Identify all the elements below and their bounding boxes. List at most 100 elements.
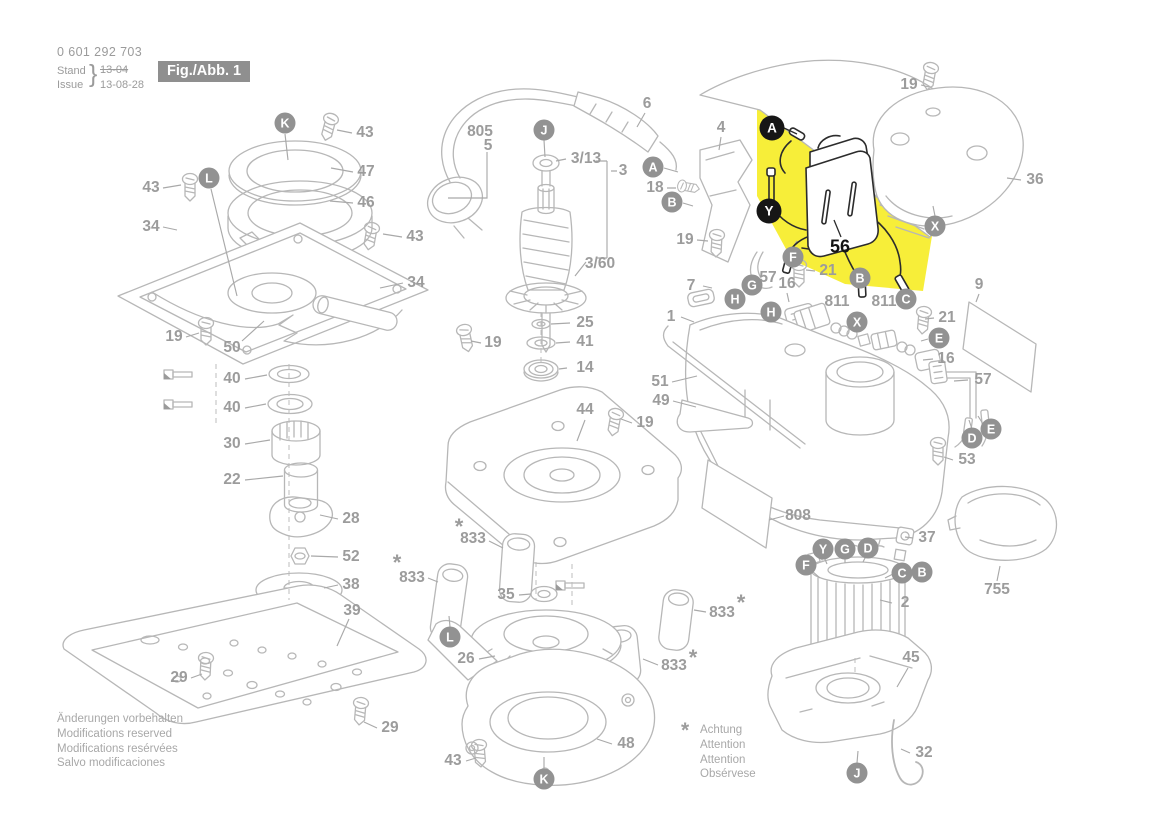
revision-note-line: Modifications resérvées [57, 742, 178, 755]
assembly-letter-badge: B [849, 267, 871, 289]
assembly-letter-badge: F [795, 554, 817, 576]
part-number-label: 755 [984, 581, 1010, 598]
part-number-label: 43 [356, 124, 374, 141]
support-plate [117, 222, 429, 365]
fan-assembly [427, 585, 656, 787]
bottom-cover [767, 629, 933, 786]
part-number-label: 43 [406, 228, 424, 245]
assembly-letter-badge: K [274, 112, 296, 134]
gear-housing [444, 386, 683, 565]
attention-note-line: Attention [700, 738, 746, 751]
revision-note-line: Modifications reserved [57, 727, 173, 740]
assembly-letter-badge: J [846, 762, 868, 784]
power-cord [426, 88, 678, 239]
part-number-label: 28 [342, 510, 360, 527]
assembly-letter-badge: E [928, 327, 950, 349]
part-number-label: 46 [357, 194, 375, 211]
assembly-letter-badge: Y [812, 538, 834, 560]
date-brace: } [89, 60, 98, 88]
assembly-letter-badge: F [782, 246, 804, 268]
part-number-label: 57 [974, 371, 992, 388]
part-number-label: 32 [915, 744, 933, 761]
part-number-label: 53 [958, 451, 976, 468]
assembly-letter-badge: J [533, 119, 555, 141]
part-number-label: 811 [824, 293, 850, 310]
order-number: 0 601 292 703 [57, 45, 143, 59]
highlighted-part-number-label: 56 [829, 236, 851, 257]
issue-label: Issue [57, 79, 84, 91]
part-number-label: 833 [399, 569, 425, 586]
part-number-label: 49 [652, 392, 670, 409]
part-number-label: 35 [497, 586, 515, 603]
part-number-label: 57 [759, 269, 777, 286]
attention-note-line: Achtung [700, 724, 743, 736]
part-number-label: 52 [342, 548, 360, 565]
assembly-letter-badge: H [760, 301, 782, 323]
assembly-letter-badge: B [661, 191, 683, 213]
superseded-date: 13-04 [100, 64, 129, 76]
part-number-label: 29 [170, 669, 188, 686]
part-number-label: 833 [460, 530, 486, 547]
part-number-label: 50 [223, 339, 241, 356]
assembly-letter-badge: D [961, 427, 983, 449]
revision-note-line: Änderungen vorbehalten [57, 713, 183, 725]
part-number-label: 51 [651, 373, 669, 390]
switch-assembly [766, 127, 910, 298]
part-number-label: 1 [666, 308, 676, 325]
part-number-label: 805 [467, 123, 493, 140]
assembly-letter-badge: C [891, 562, 913, 584]
part-number-label: 14 [576, 359, 594, 376]
part-number-label: 9 [974, 276, 984, 293]
issue-date: 13-08-28 [100, 79, 145, 91]
motor-housing [685, 312, 950, 563]
revision-note-line: Salvo modificaciones [57, 757, 166, 770]
attention-note-line: Attention [700, 753, 746, 766]
assembly-letter-badge: H [724, 288, 746, 310]
dust-canister [947, 485, 1058, 561]
attention-asterisk: * [392, 550, 402, 575]
attention-asterisk: * [454, 514, 464, 539]
part-number-label: 19 [484, 334, 502, 351]
wiring-letter-badge: Y [756, 198, 782, 224]
part-number-label: 22 [223, 471, 241, 488]
part-number-label: 30 [223, 435, 241, 452]
part-number-label: 7 [686, 277, 696, 294]
part-number-label: 48 [617, 735, 635, 752]
part-number-label: 43 [142, 179, 160, 196]
assembly-letter-badge: D [857, 537, 879, 559]
part-number-label: 19 [676, 231, 694, 248]
assembly-letter-badge: L [439, 626, 461, 648]
part-number-label: 811 [871, 293, 897, 310]
part-number-label: 6 [642, 95, 652, 112]
part-number-label: 25 [576, 314, 594, 331]
part-number-label: 37 [918, 529, 936, 546]
part-number-label: 34 [407, 274, 425, 291]
part-number-label: 4 [716, 119, 726, 136]
part-number-label: 19 [165, 328, 183, 345]
wiring-letter-badge: A [759, 115, 785, 141]
levers-and-panels [662, 301, 1037, 549]
attention-asterisk: * [681, 719, 690, 742]
part-number-label: 26 [457, 650, 475, 667]
part-number-label: 39 [343, 602, 361, 619]
sole-plate [62, 584, 427, 725]
part-number-label: 2 [900, 594, 910, 611]
part-number-label: 3/13 [570, 150, 602, 167]
part-number-label: 16 [937, 350, 955, 367]
part-number-label: 36 [1026, 171, 1044, 188]
assembly-letter-badge: E [980, 418, 1002, 440]
part-number-label: 19 [900, 76, 918, 93]
assembly-letter-badge: L [198, 167, 220, 189]
part-number-label: 5 [483, 137, 493, 154]
attention-asterisk: * [736, 590, 746, 615]
part-number-label: 19 [636, 414, 654, 431]
part-number-label: 21 [938, 309, 956, 326]
assembly-letter-badge: X [846, 311, 868, 333]
part-number-label: 44 [576, 401, 594, 418]
attention-notes: Achtung Attention Attention Obsérvese [700, 723, 756, 782]
part-number-label: 808 [785, 507, 811, 524]
top-housing-cover [699, 59, 1024, 239]
